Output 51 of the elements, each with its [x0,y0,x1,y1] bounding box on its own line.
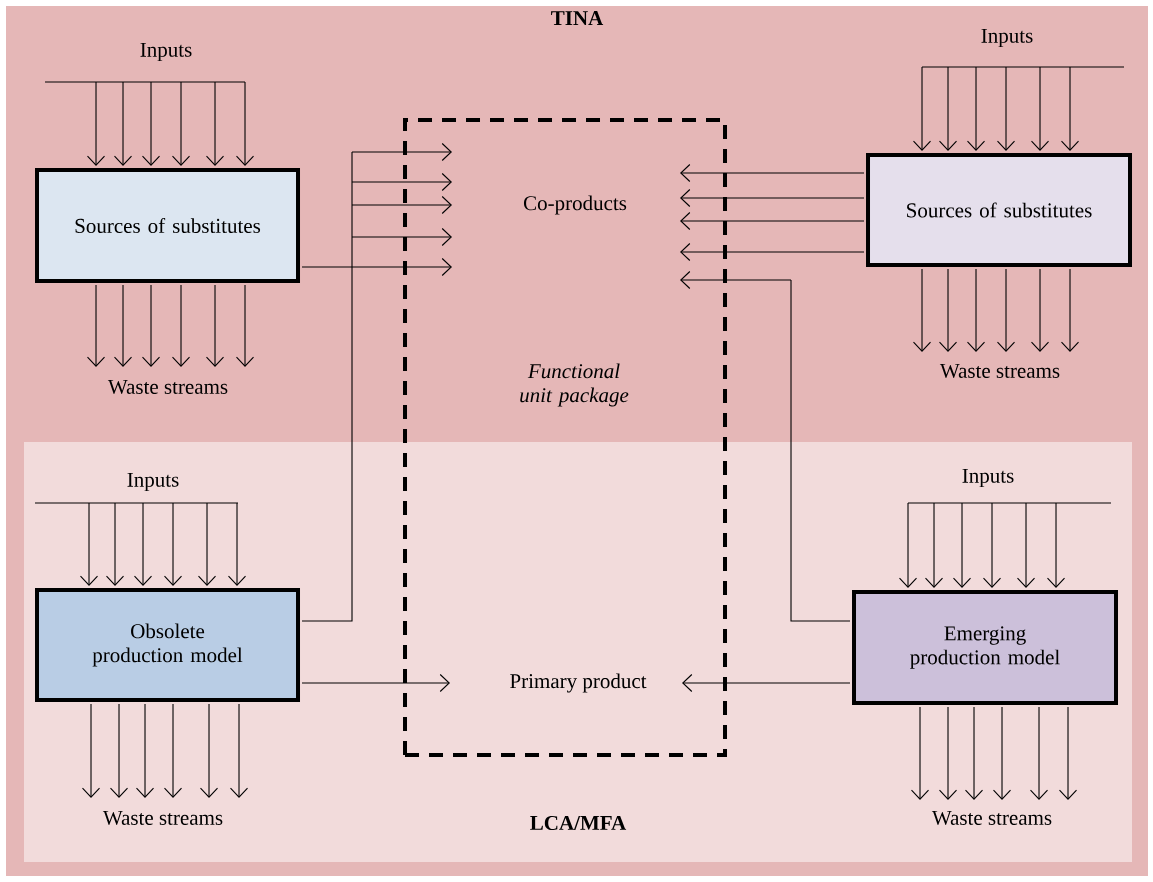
flow-arrow [898,502,1112,588]
process-box: Sources of substitutes [866,153,1132,267]
flow-label: Waste streams [939,363,1060,379]
flow-arrow [44,81,255,166]
flow-arrow [680,188,865,208]
flow-label: Inputs [962,468,1014,488]
flow-arrow [301,673,450,693]
flow-arrow [680,242,865,262]
flow-arrow [912,268,932,352]
flow-arrow [135,703,155,798]
flow-arrow [199,703,219,798]
flow-arrow [680,163,865,183]
flow-arrow [912,66,1125,151]
flow-arrow [86,284,106,367]
flow-arrow [235,284,255,367]
flow-arrow [1058,706,1078,800]
flow-label: Inputs [140,42,192,62]
flow-label: Inputs [981,28,1033,48]
process-box: Obsolete production model [35,588,300,702]
process-box: Sources of substitutes [35,168,300,283]
flow-label: Primary product [510,673,647,693]
flow-arrow [910,706,930,800]
flow-arrow [992,706,1012,800]
flow-arrow [113,284,133,367]
flow-arrow [680,270,851,622]
process-box: Emerging production model [852,590,1118,705]
flow-label: Inputs [127,472,179,492]
flow-arrow [141,284,161,367]
flow-arrow [163,703,183,798]
flow-arrow [938,268,958,352]
flow-arrow [966,268,986,352]
flow-arrow [680,211,865,231]
flow-arrow [301,142,452,622]
flow-arrow [171,284,191,367]
flow-arrow [996,268,1016,352]
flow-label: Waste streams [107,379,228,394]
flow-label: Waste streams [102,810,223,826]
flow-arrow [1030,268,1050,352]
flow-arrow [81,703,101,798]
flow-label: Waste streams [931,810,1052,826]
flow-arrow [1029,706,1049,800]
flow-arrow [109,703,129,798]
flow-arrow [964,706,984,800]
flow-arrow [301,257,452,277]
flow-arrow [682,673,851,693]
flow-arrow [229,703,249,798]
flow-arrow [34,502,247,586]
flow-arrow [1060,268,1080,352]
flow-arrow [205,284,225,367]
flow-arrow [938,706,958,800]
flow-label: Co-products [523,195,627,215]
